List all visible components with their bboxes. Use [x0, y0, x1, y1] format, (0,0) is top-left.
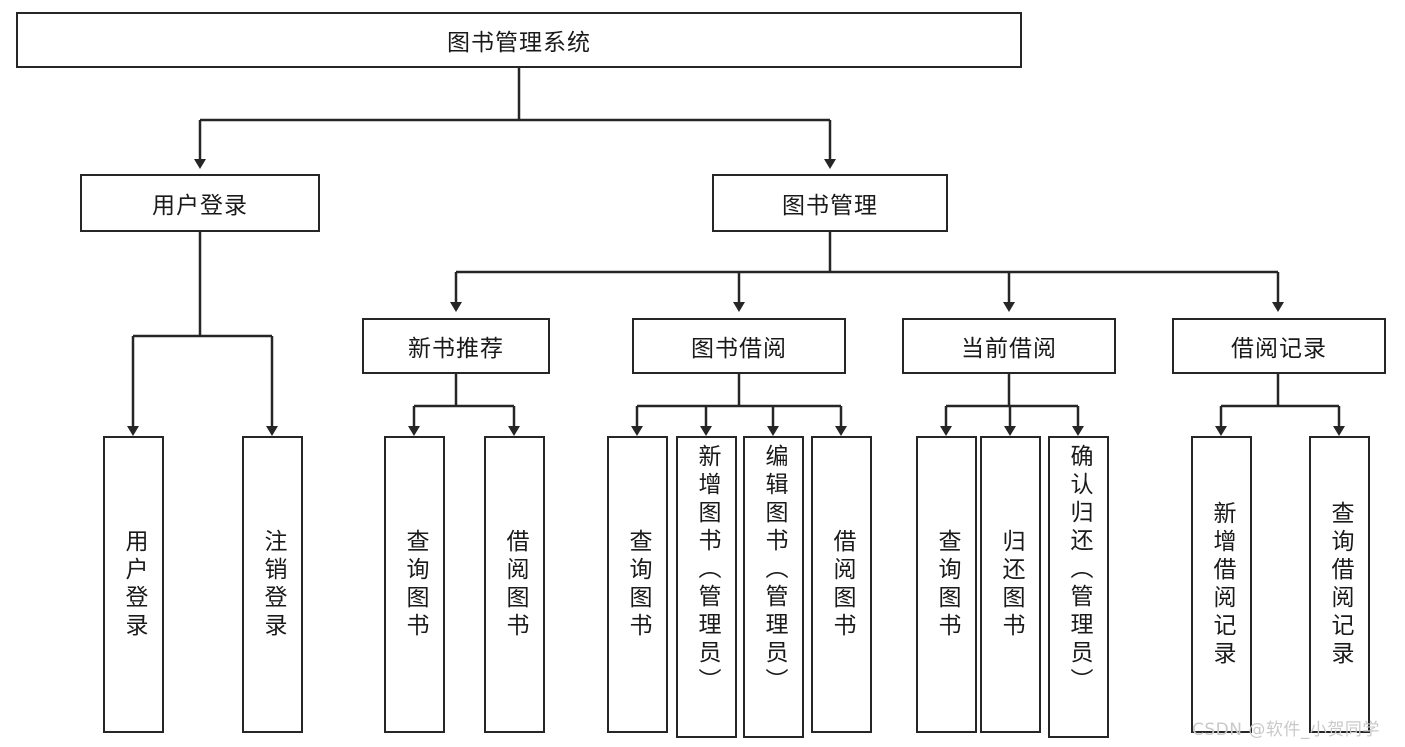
node-book-manage[interactable]: 图书管理	[712, 174, 948, 232]
leaf-query-book-borrow-label: 查询图书	[625, 528, 651, 641]
leaf-borrow-book-label: 借阅图书	[829, 528, 855, 641]
node-new-book-recommend[interactable]: 新书推荐	[362, 318, 550, 374]
leaf-borrow-book-recommend-label: 借阅图书	[502, 528, 528, 641]
node-borrow-records-label: 借阅记录	[1231, 336, 1327, 362]
leaf-query-book-current-label: 查询图书	[934, 528, 960, 641]
leaf-edit-book-admin-label: 编辑图书（管理员）	[761, 444, 787, 696]
leaf-user-login-label: 用户登录	[121, 528, 147, 641]
leaf-query-book-recommend-label: 查询图书	[402, 528, 428, 641]
node-user-login-label: 用户登录	[152, 193, 248, 219]
leaf-borrow-book[interactable]: 借阅图书	[811, 436, 872, 733]
node-new-book-recommend-label: 新书推荐	[408, 336, 504, 362]
leaf-query-borrow-record[interactable]: 查询借阅记录	[1309, 436, 1370, 733]
leaf-logout[interactable]: 注销登录	[242, 436, 303, 733]
leaf-query-book-current[interactable]: 查询图书	[916, 436, 977, 733]
leaf-confirm-return-admin[interactable]: 确认归还（管理员）	[1048, 436, 1109, 738]
node-book-borrow-label: 图书借阅	[691, 336, 787, 362]
leaf-logout-label: 注销登录	[260, 528, 286, 641]
node-borrow-records[interactable]: 借阅记录	[1172, 318, 1386, 374]
node-user-login[interactable]: 用户登录	[80, 174, 320, 232]
leaf-add-book-admin-label: 新增图书（管理员）	[694, 444, 720, 696]
leaf-user-login[interactable]: 用户登录	[103, 436, 164, 733]
leaf-add-borrow-record-label: 新增借阅记录	[1209, 500, 1235, 669]
node-book-manage-label: 图书管理	[782, 193, 878, 219]
leaf-query-borrow-record-label: 查询借阅记录	[1327, 500, 1353, 669]
node-book-borrow[interactable]: 图书借阅	[632, 318, 846, 374]
csdn-watermark: CSDN @软件_小贺同学	[1192, 720, 1380, 740]
node-current-borrow[interactable]: 当前借阅	[902, 318, 1116, 374]
leaf-edit-book-admin[interactable]: 编辑图书（管理员）	[743, 436, 804, 738]
leaf-add-borrow-record[interactable]: 新增借阅记录	[1191, 436, 1252, 733]
leaf-return-book-label: 归还图书	[998, 528, 1024, 641]
node-current-borrow-label: 当前借阅	[961, 336, 1057, 362]
node-root[interactable]: 图书管理系统	[16, 12, 1022, 68]
leaf-borrow-book-recommend[interactable]: 借阅图书	[484, 436, 545, 733]
leaf-add-book-admin[interactable]: 新增图书（管理员）	[676, 436, 737, 738]
node-root-label: 图书管理系统	[447, 30, 591, 56]
leaf-query-book-borrow[interactable]: 查询图书	[607, 436, 668, 733]
leaf-query-book-recommend[interactable]: 查询图书	[384, 436, 445, 733]
leaf-return-book[interactable]: 归还图书	[980, 436, 1041, 733]
leaf-confirm-return-admin-label: 确认归还（管理员）	[1066, 444, 1092, 696]
